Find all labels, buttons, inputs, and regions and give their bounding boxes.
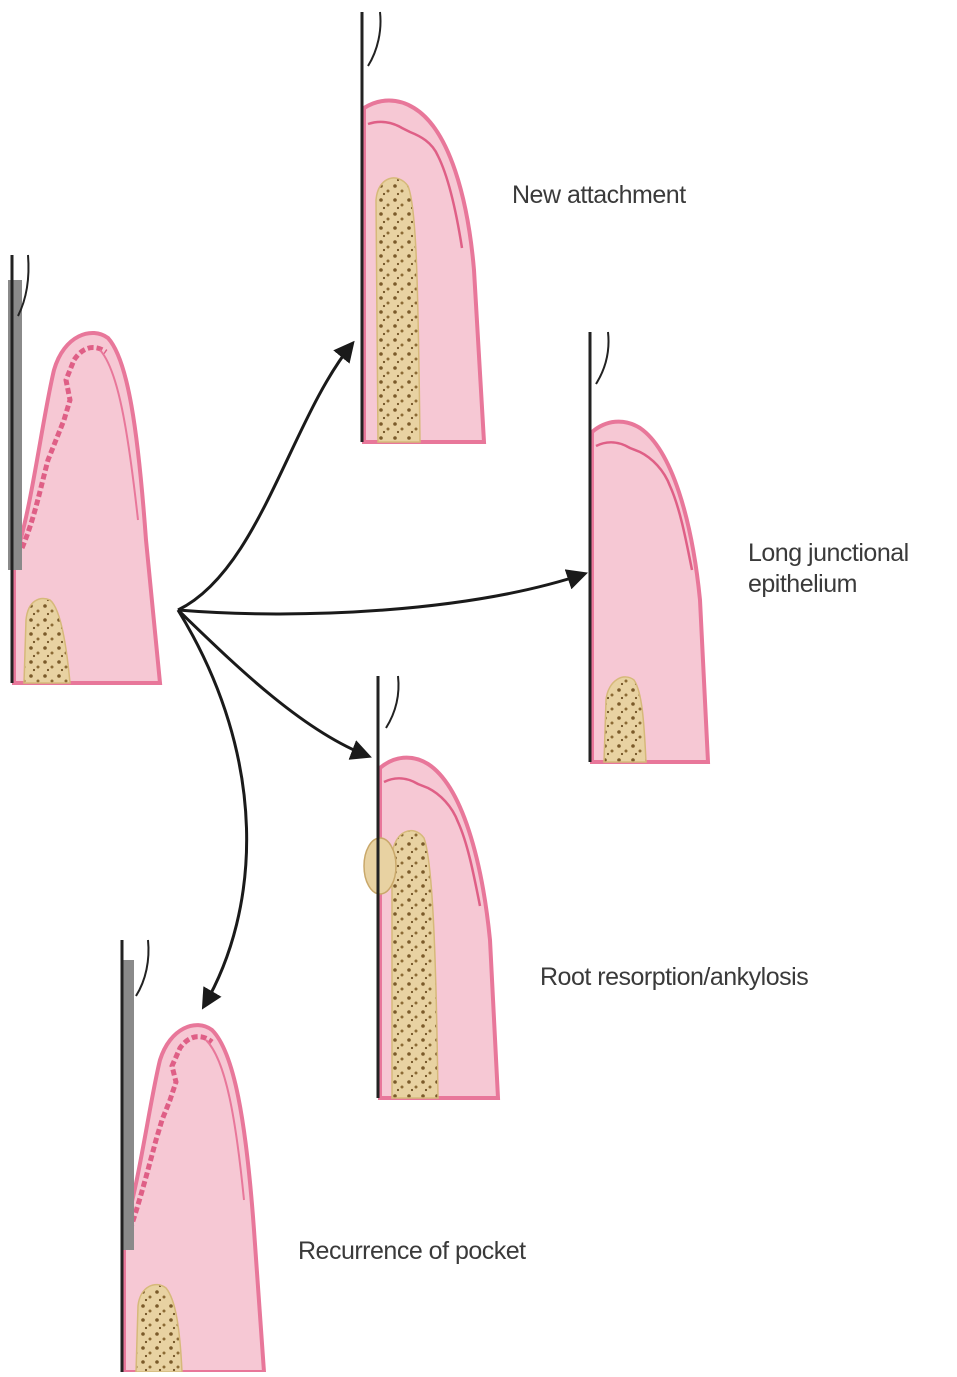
new-attachment-tooth — [362, 12, 484, 442]
arrow-to-root-resorption — [178, 610, 368, 756]
calculus-deposit — [122, 960, 134, 1250]
ankylosis-area — [364, 838, 396, 894]
label-new-attachment: New attachment — [512, 180, 686, 211]
long-junctional-tooth — [590, 332, 708, 762]
label-long-junctional-line2: epithelium — [748, 569, 857, 600]
diseased-pocket-tooth — [8, 255, 160, 683]
arrow-to-long-junctional — [178, 574, 584, 614]
arrow-to-new-attachment — [178, 344, 352, 610]
root-resorption-tooth — [364, 676, 498, 1098]
label-root-resorption: Root resorption/ankylosis — [540, 962, 808, 993]
label-recurrence: Recurrence of pocket — [298, 1236, 526, 1267]
arrow-to-recurrence — [178, 610, 247, 1006]
label-long-junctional-line1: Long junctional — [748, 538, 909, 569]
recurrence-tooth — [122, 940, 264, 1372]
calculus-deposit — [8, 280, 22, 570]
